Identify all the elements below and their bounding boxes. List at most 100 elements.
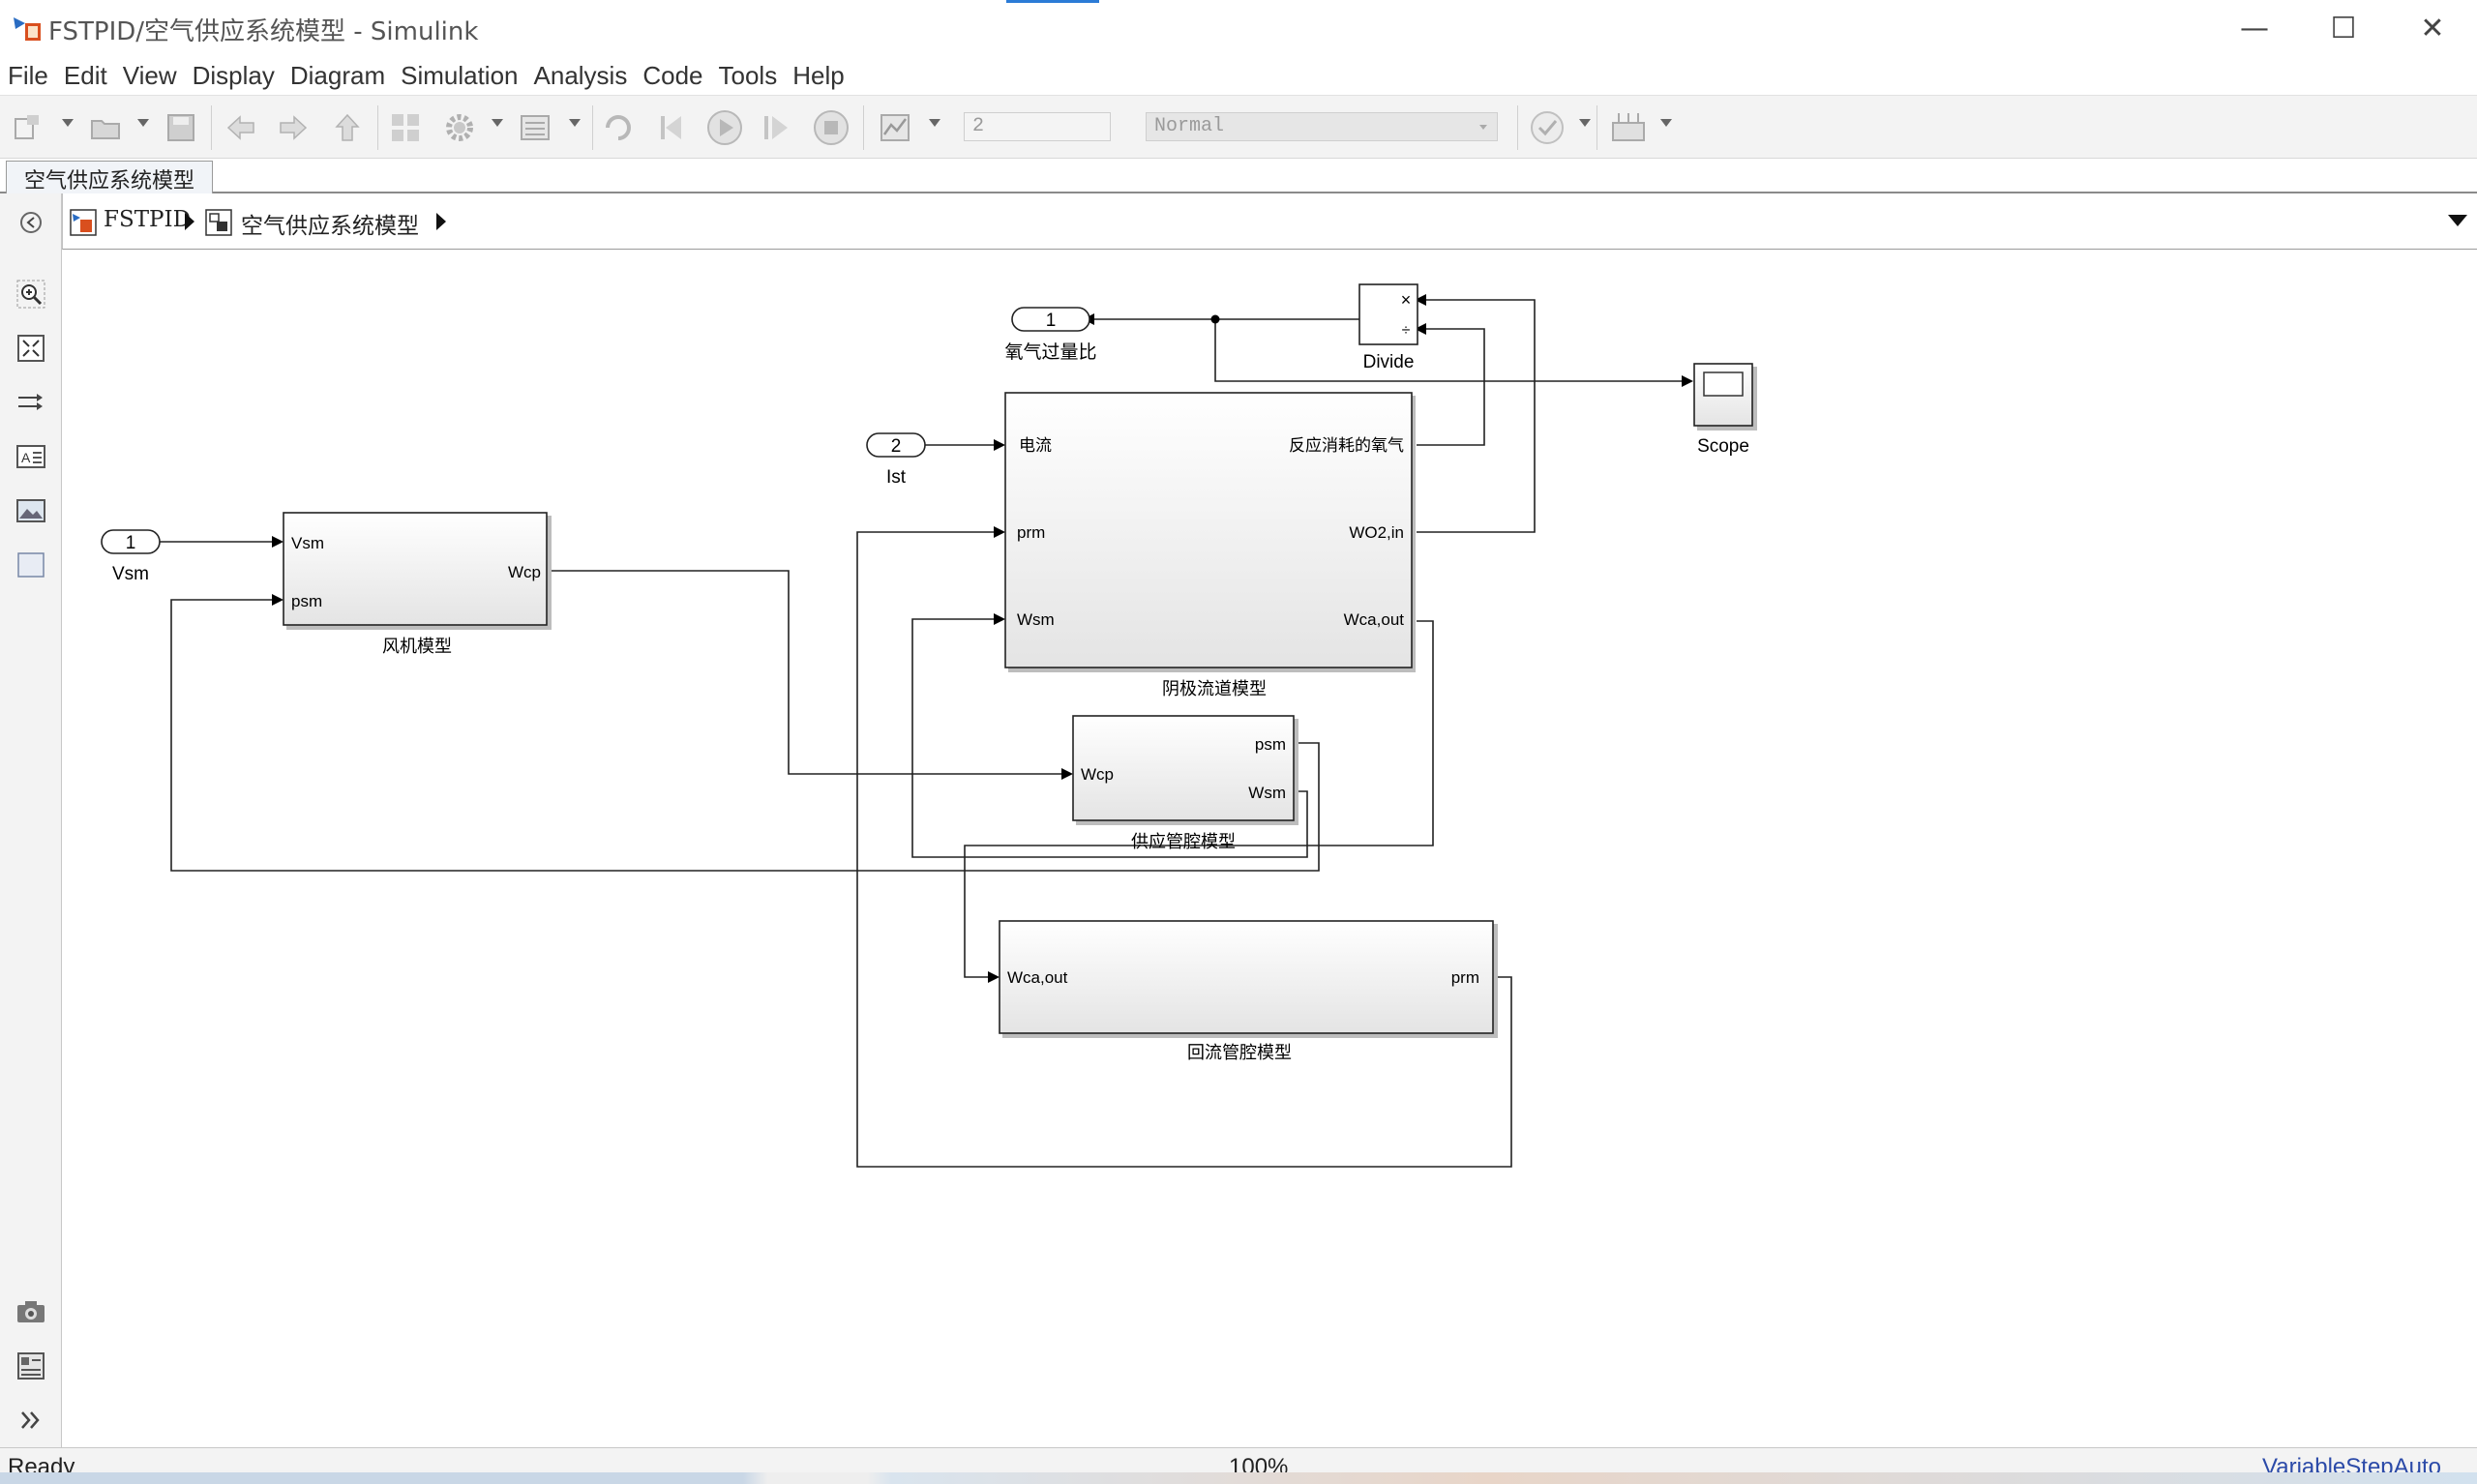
breadcrumb-arrow-icon[interactable]: [185, 213, 194, 230]
menu-code[interactable]: Code: [642, 60, 703, 90]
model-explorer-button[interactable]: [517, 109, 553, 146]
model-explorer-dropdown[interactable]: [569, 119, 581, 127]
menu-diagram[interactable]: Diagram: [289, 60, 386, 90]
area-button[interactable]: [14, 548, 48, 582]
divide-op-icon: ÷: [1402, 322, 1411, 339]
inport-vsm[interactable]: 1 Vsm: [101, 529, 161, 584]
expand-palette-button[interactable]: [14, 1403, 48, 1438]
breadcrumb-arrow-icon[interactable]: [436, 213, 446, 230]
menu-edit[interactable]: Edit: [63, 60, 107, 90]
stop-time-field[interactable]: 2: [964, 112, 1111, 141]
forward-button[interactable]: [275, 109, 312, 146]
breadcrumb: FSTPID 空气供应系统模型: [62, 193, 2477, 250]
block-port-label: Vsm: [291, 534, 324, 552]
return-manifold-block[interactable]: Wca,out prm 回流管腔模型: [999, 920, 1498, 1063]
menu-tools[interactable]: Tools: [718, 60, 778, 90]
fan-model-block[interactable]: Vsm psm Wcp 风机模型: [283, 512, 552, 657]
arrowhead: [272, 594, 284, 606]
block-port-label: 电流: [1019, 436, 1052, 456]
model-tab[interactable]: 空气供应系统模型: [6, 161, 214, 193]
screenshot-button[interactable]: [14, 1294, 48, 1329]
signal-line[interactable]: [911, 618, 1308, 858]
model-config-button[interactable]: [441, 109, 478, 146]
breadcrumb-root[interactable]: FSTPID: [104, 207, 192, 232]
model-config-dropdown[interactable]: [492, 119, 503, 127]
block-port-label: Wcp: [1081, 765, 1114, 784]
minimize-button[interactable]: —: [2231, 10, 2278, 46]
build-dropdown[interactable]: [1660, 119, 1672, 127]
port-label: Ist: [886, 467, 907, 488]
annotation-icon: A: [16, 445, 45, 468]
model-advisor-dropdown[interactable]: [1579, 119, 1591, 127]
block-body: [283, 512, 548, 626]
cathode-channel-block[interactable]: 电流 prm Wsm 反应消耗的氧气 WO2,in Wca,out 阴极流道模型: [1004, 392, 1416, 699]
menu-display[interactable]: Display: [192, 60, 275, 90]
block-port-label: Wca,out: [1007, 968, 1068, 987]
maximize-button[interactable]: ☐: [2320, 10, 2367, 46]
up-button[interactable]: [329, 109, 366, 146]
library-browser-icon: [392, 114, 419, 141]
annotation-button[interactable]: A: [14, 439, 48, 474]
menu-help[interactable]: Help: [792, 60, 845, 90]
port-shape: [101, 529, 161, 554]
taskbar-strip: [0, 1472, 2477, 1484]
library-browser-button[interactable]: [387, 109, 424, 146]
arrange-button[interactable]: [14, 385, 48, 420]
build-button[interactable]: [1610, 109, 1647, 146]
supply-manifold-block[interactable]: Wcp psm Wsm 供应管腔模型: [1072, 715, 1298, 852]
signal-line[interactable]: [856, 531, 1512, 1168]
menu-view[interactable]: View: [122, 60, 177, 90]
new-model-dropdown[interactable]: [62, 119, 74, 127]
new-model-button[interactable]: [10, 109, 46, 146]
run-icon: [707, 110, 742, 145]
zoom-button[interactable]: [14, 277, 48, 312]
signal-line[interactable]: [548, 570, 1061, 775]
block-port-label: Wca,out: [1344, 610, 1405, 629]
fit-to-view-button[interactable]: [14, 331, 48, 366]
signal-line[interactable]: [964, 620, 1434, 978]
property-inspector-button[interactable]: [14, 1349, 48, 1383]
simulation-mode-select[interactable]: Normal: [1146, 112, 1498, 141]
open-dropdown[interactable]: [137, 119, 149, 127]
model-advisor-button[interactable]: [1529, 109, 1566, 146]
menu-simulation[interactable]: Simulation: [401, 60, 519, 90]
gear-icon: [446, 114, 473, 141]
arrowhead: [994, 613, 1005, 625]
signal-line[interactable]: [1214, 319, 1682, 382]
step-back-button[interactable]: [654, 109, 691, 146]
signal-line[interactable]: [1417, 328, 1485, 446]
open-button[interactable]: [87, 109, 124, 146]
block-port-label: Wsm: [1017, 610, 1055, 629]
data-inspector-dropdown[interactable]: [929, 119, 940, 127]
hide-explorer-button[interactable]: [14, 205, 48, 240]
open-icon: [91, 120, 120, 139]
signal-line[interactable]: [170, 599, 1320, 872]
save-button[interactable]: [163, 109, 199, 146]
step-back-icon: [661, 116, 681, 139]
menu-file[interactable]: File: [8, 60, 48, 90]
title-accent-line: [1006, 0, 1099, 3]
image-button[interactable]: [14, 493, 48, 528]
signal-line[interactable]: [1417, 299, 1536, 533]
back-button[interactable]: [223, 109, 259, 146]
breadcrumb-menu-chevron-icon[interactable]: [2448, 215, 2467, 226]
stop-button[interactable]: [813, 109, 850, 146]
step-forward-button[interactable]: [759, 109, 795, 146]
outport-oxygen-ratio[interactable]: 1 氧气过量比: [1004, 307, 1097, 363]
inport-ist[interactable]: 2 Ist: [866, 432, 926, 488]
divide-block[interactable]: × ÷ Divide: [1358, 283, 1418, 372]
model-canvas[interactable]: 1 Vsm 2 Ist 1 氧气过量比 Vsm psm Wcp 风机模型 电流 …: [63, 250, 2477, 1447]
chevron-down-icon: [1479, 125, 1487, 130]
breadcrumb-current[interactable]: 空气供应系统模型: [241, 214, 419, 239]
data-inspector-button[interactable]: [877, 109, 913, 146]
block-name: 阴极流道模型: [1162, 679, 1267, 699]
toolbar-separator: [863, 105, 864, 150]
scope-block[interactable]: Scope: [1693, 363, 1757, 457]
signal-lines: [160, 299, 1682, 1168]
close-button[interactable]: ✕: [2409, 10, 2456, 46]
arrowhead: [272, 536, 284, 548]
advisor-button[interactable]: [600, 109, 637, 146]
run-button[interactable]: [706, 109, 743, 146]
menu-analysis[interactable]: Analysis: [533, 60, 628, 90]
image-icon: [16, 499, 45, 522]
